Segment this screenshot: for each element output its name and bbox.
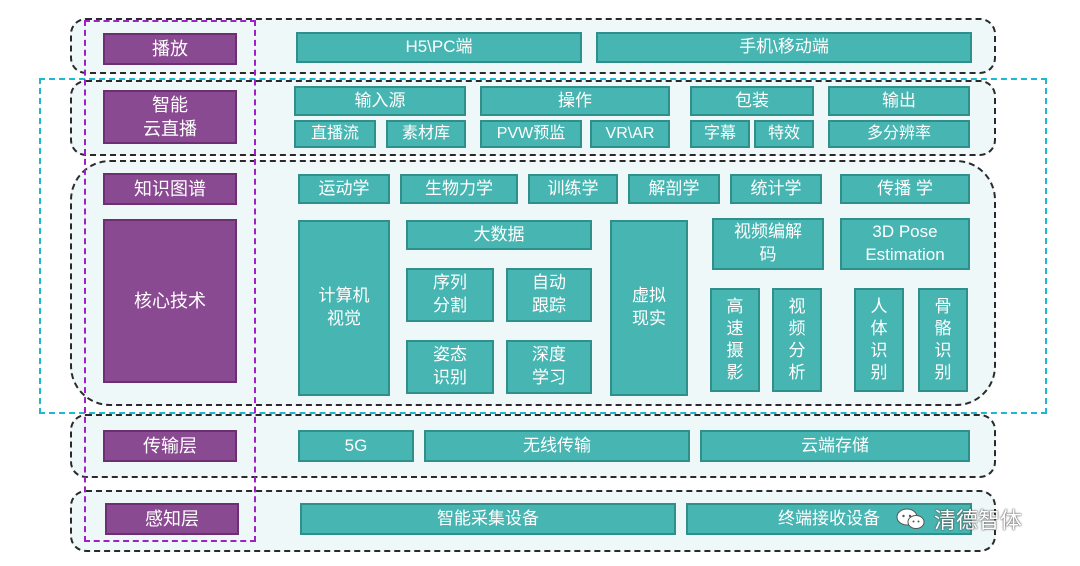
discipline-training: 训练学 [528,174,618,204]
live-group-output: 输出 [828,86,970,116]
discipline-statistics: 统计学 [730,174,822,204]
layer-label-live: 智能 云直播 [103,90,237,144]
live-item-material: 素材库 [386,120,466,148]
sensing-receiver-device: 终端接收设备 [686,503,972,535]
cloud-platform-outline [39,78,1047,414]
tech-virtual-reality: 虚拟 现实 [610,220,688,396]
tech-high-speed-camera: 高 速 摄 影 [710,288,760,392]
live-item-pvw: PVW预监 [480,120,582,148]
play-box-pc: H5\PC端 [296,32,582,63]
live-item-resolution: 多分辨率 [828,120,970,148]
transport-cloud-storage: 云端存储 [700,430,970,462]
transport-wireless: 无线传输 [424,430,690,462]
sensing-capture-device: 智能采集设备 [300,503,676,535]
live-group-operation: 操作 [480,86,670,116]
transport-5g: 5G [298,430,414,462]
discipline-kinematics: 运动学 [298,174,390,204]
layer-label-sensing: 感知层 [105,503,239,535]
live-group-package: 包装 [690,86,814,116]
tech-sequence-segmentation: 序列 分割 [406,268,494,322]
live-item-stream: 直播流 [294,120,376,148]
live-item-subtitle: 字幕 [690,120,750,148]
live-item-vrar: VR\AR [590,120,670,148]
tech-body-recognition: 人 体 识 别 [854,288,904,392]
live-group-input: 输入源 [294,86,466,116]
layer-label-knowledge: 知识图谱 [103,173,237,205]
discipline-communication: 传播 学 [840,174,970,204]
layer-label-transport: 传输层 [103,430,237,462]
live-item-effects: 特效 [754,120,814,148]
play-box-mobile: 手机\移动端 [596,32,972,63]
watermark-text: 清德智体 [934,508,1023,533]
tech-skeleton-recognition: 骨 骼 识 别 [918,288,968,392]
tech-bigdata: 大数据 [406,220,592,250]
wechat-icon [896,508,925,529]
tech-deep-learning: 深度 学习 [506,340,592,394]
discipline-anatomy: 解剖学 [628,174,720,204]
layer-label-core: 核心技术 [103,219,237,383]
tech-pose-recognition: 姿态 识别 [406,340,494,394]
tech-auto-tracking: 自动 跟踪 [506,268,592,322]
tech-video-codec: 视频编解 码 [712,218,824,270]
layer-label-play: 播放 [103,33,237,65]
layer-labels-outline [84,20,256,542]
watermark: 清德智体 [896,502,1022,536]
tech-video-analysis: 视 频 分 析 [772,288,822,392]
discipline-biomechanics: 生物力学 [400,174,518,204]
tech-computer-vision: 计算机 视觉 [298,220,390,396]
tech-3d-pose: 3D Pose Estimation [840,218,970,270]
